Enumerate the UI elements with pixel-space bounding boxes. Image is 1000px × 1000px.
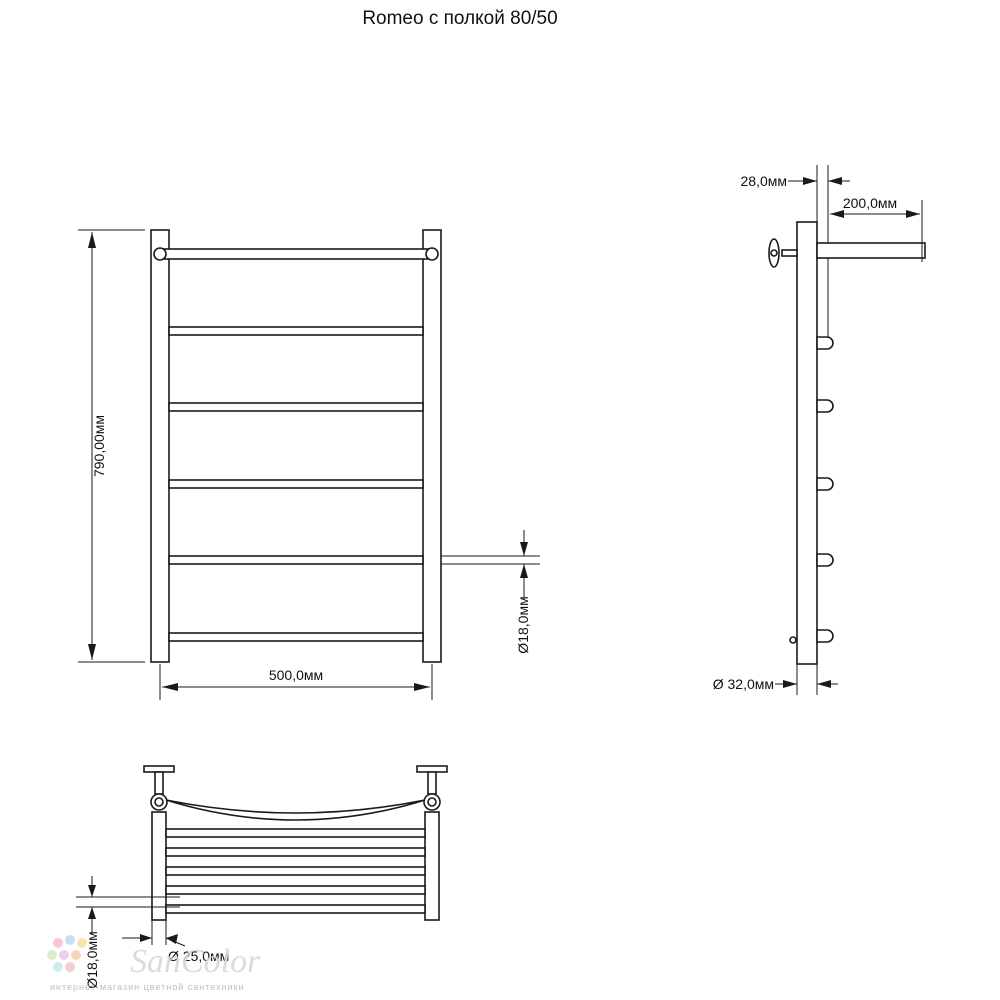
side-pipe — [796, 221, 818, 665]
height-label: 790,00мм — [91, 415, 107, 477]
shelf-depth-dimension: 200,0мм — [830, 195, 923, 262]
pipe-diameter-dimension: Ø 32,0мм — [713, 676, 838, 692]
top-rail-cap-left — [153, 247, 167, 261]
crossbar — [168, 402, 424, 412]
drawing-title: Romeo с полкой 80/50 — [362, 8, 558, 29]
rail-diameter-dimension: Ø 25,0мм — [122, 920, 229, 964]
top-mount-left — [143, 765, 175, 811]
bar-diameter-label: Ø18,0мм — [515, 596, 531, 653]
top-bar-diameter-dimension: Ø18,0мм — [76, 876, 180, 989]
curved-rail — [165, 799, 426, 821]
shelf-bar — [165, 828, 426, 838]
wall-depth-label: 28,0мм — [741, 173, 788, 189]
top-right-upright — [424, 811, 440, 921]
crossbar — [168, 555, 424, 565]
height-dimension: 790,00мм — [78, 229, 145, 663]
top-rail-cap-right — [425, 247, 439, 261]
rail-diameter-label: Ø 25,0мм — [168, 948, 229, 964]
width-dimension: 500,0мм — [159, 664, 433, 700]
right-upright — [422, 229, 442, 663]
top-mount-right — [416, 765, 448, 811]
front-view: 790,00мм 500,0мм Ø18,0мм — [78, 229, 540, 700]
logo-name: SanColor — [130, 943, 261, 980]
shelf-bar — [165, 866, 426, 876]
bar-diameter-dimension: Ø18,0мм — [441, 530, 540, 654]
shelf-depth-label: 200,0мм — [843, 195, 897, 211]
shelf — [816, 242, 926, 259]
pipe-diameter-label: Ø 32,0мм — [713, 676, 774, 692]
top-left-upright — [151, 811, 167, 921]
bar-ends — [789, 336, 834, 644]
wall-depth-dimension: 28,0мм — [741, 173, 850, 189]
shelf-bar — [165, 904, 426, 914]
logo-tagline: интернет-магазин цветной сантехники — [50, 982, 245, 992]
side-view: 28,0мм 200,0мм Ø 32,0мм — [713, 165, 926, 695]
width-label: 500,0мм — [269, 667, 323, 683]
crossbar — [168, 326, 424, 336]
shelf-bar — [165, 847, 426, 857]
crossbar — [168, 632, 424, 642]
wall-mount — [768, 238, 798, 268]
sancolor-logo: SanColor интернет-магазин цветной сантех… — [47, 935, 261, 992]
shelf-bar — [165, 885, 426, 895]
top-rail — [159, 248, 433, 260]
crossbar — [168, 479, 424, 489]
top-view: Ø18,0мм Ø 25,0мм — [76, 765, 448, 989]
left-upright — [150, 229, 170, 663]
top-bar-diameter-label: Ø18,0мм — [84, 931, 100, 988]
